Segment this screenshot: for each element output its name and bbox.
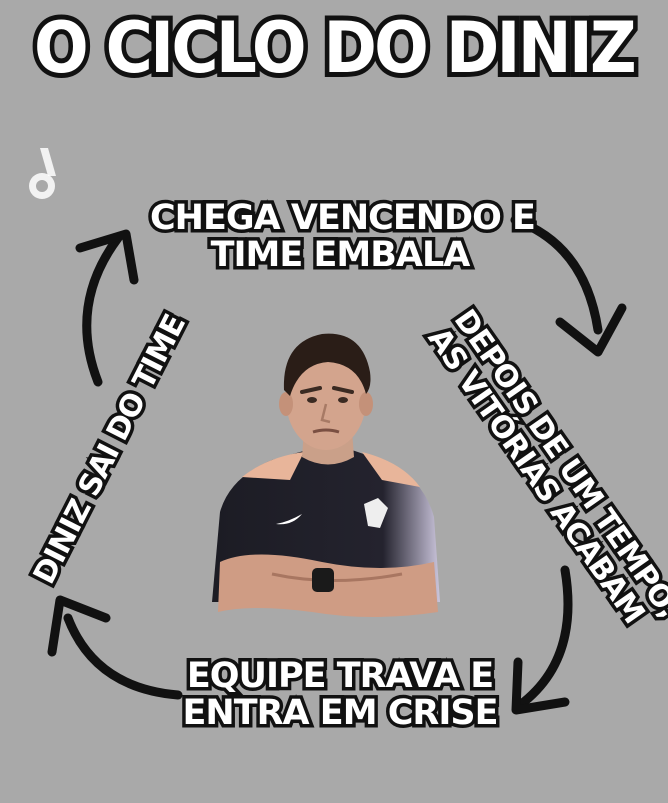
cycle-step-3-line-1: EQUIPE TRAVA E [183,654,497,697]
curved-arrow-icon [515,565,573,710]
curved-arrow-icon [510,215,603,335]
arrow-head-icon [511,657,570,715]
cycle-step-1-line-1: CHEGA VENCENDO E [147,196,540,239]
cycle-step-3: EQUIPE TRAVA E ENTRA EM CRISE [150,654,530,734]
arrow-head-icon [47,595,111,657]
arrow-head-icon [555,303,627,357]
curved-arrow-icon [82,233,123,387]
curved-arrow-icon [63,613,183,700]
cycle-step-1-line-2: TIME EMBALA [207,233,474,276]
cycle-step-1: CHEGA VENCENDO E TIME EMBALA [147,196,540,276]
cycle-step-3-line-2: ENTRA EM CRISE [179,691,502,734]
page-title: O CICLO DO DINIZ [29,7,641,90]
watermark-logo-icon [29,148,56,199]
arrow-head-icon [75,229,139,285]
coach-photo [212,333,440,617]
